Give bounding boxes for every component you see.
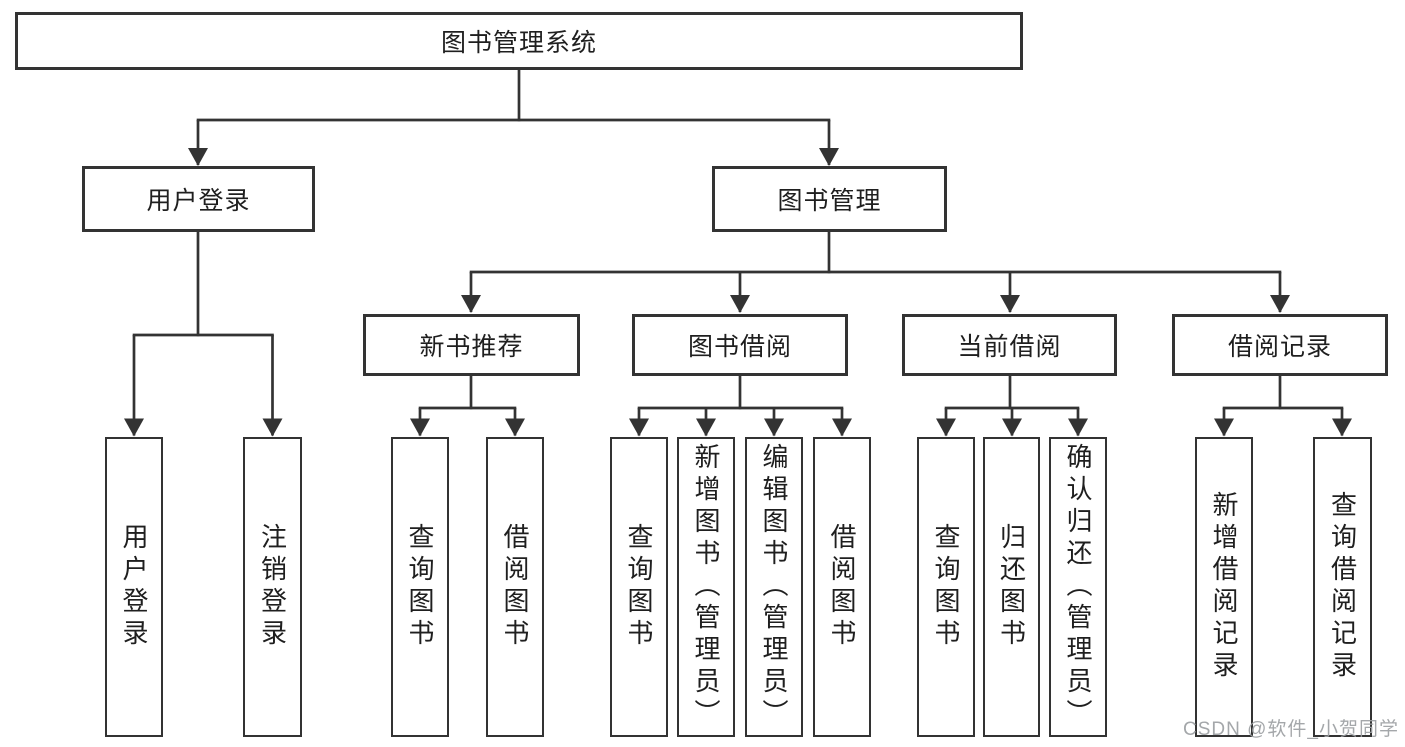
- leaf-add-books-admin: 新增图书（管理员）: [677, 437, 735, 737]
- leaf-borrow-books-1-label: 借阅图书: [500, 523, 530, 651]
- leaf-add-borrow-record-label: 新增借阅记录: [1209, 491, 1239, 683]
- leaf-query-books-2: 查询图书: [610, 437, 668, 737]
- leaf-edit-books-admin: 编辑图书（管理员）: [745, 437, 803, 737]
- leaf-confirm-return-admin: 确认归还（管理员）: [1049, 437, 1107, 737]
- leaf-logout-label: 注销登录: [257, 523, 288, 651]
- leaf-query-borrow-record: 查询借阅记录: [1313, 437, 1372, 737]
- node-book-management: 图书管理: [712, 166, 947, 232]
- leaf-edit-books-admin-label: 编辑图书（管理员）: [759, 443, 789, 731]
- leaf-add-borrow-record: 新增借阅记录: [1195, 437, 1253, 737]
- leaf-borrow-books-2: 借阅图书: [813, 437, 871, 737]
- node-library-management-system: 图书管理系统: [15, 12, 1023, 70]
- leaf-borrow-books-1: 借阅图书: [486, 437, 544, 737]
- leaf-query-borrow-record-label: 查询借阅记录: [1327, 491, 1358, 683]
- leaf-query-books-2-label: 查询图书: [624, 523, 654, 651]
- leaf-borrow-books-2-label: 借阅图书: [827, 523, 857, 651]
- leaf-user-login: 用户登录: [105, 437, 163, 737]
- leaf-query-books-3-label: 查询图书: [931, 523, 961, 651]
- leaf-return-books: 归还图书: [983, 437, 1040, 737]
- node-book-borrowing: 图书借阅: [632, 314, 848, 376]
- node-borrowing-records: 借阅记录: [1172, 314, 1388, 376]
- leaf-add-books-admin-label: 新增图书（管理员）: [691, 443, 721, 731]
- node-current-borrowing: 当前借阅: [902, 314, 1117, 376]
- leaf-query-books-3: 查询图书: [917, 437, 975, 737]
- leaf-return-books-label: 归还图书: [996, 523, 1027, 651]
- leaf-confirm-return-admin-label: 确认归还（管理员）: [1063, 443, 1093, 731]
- leaf-query-books-1: 查询图书: [391, 437, 449, 737]
- leaf-logout: 注销登录: [243, 437, 302, 737]
- node-user-login: 用户登录: [82, 166, 315, 232]
- leaf-query-books-1-label: 查询图书: [405, 523, 435, 651]
- node-new-book-recommendation: 新书推荐: [363, 314, 580, 376]
- leaf-user-login-label: 用户登录: [119, 523, 149, 651]
